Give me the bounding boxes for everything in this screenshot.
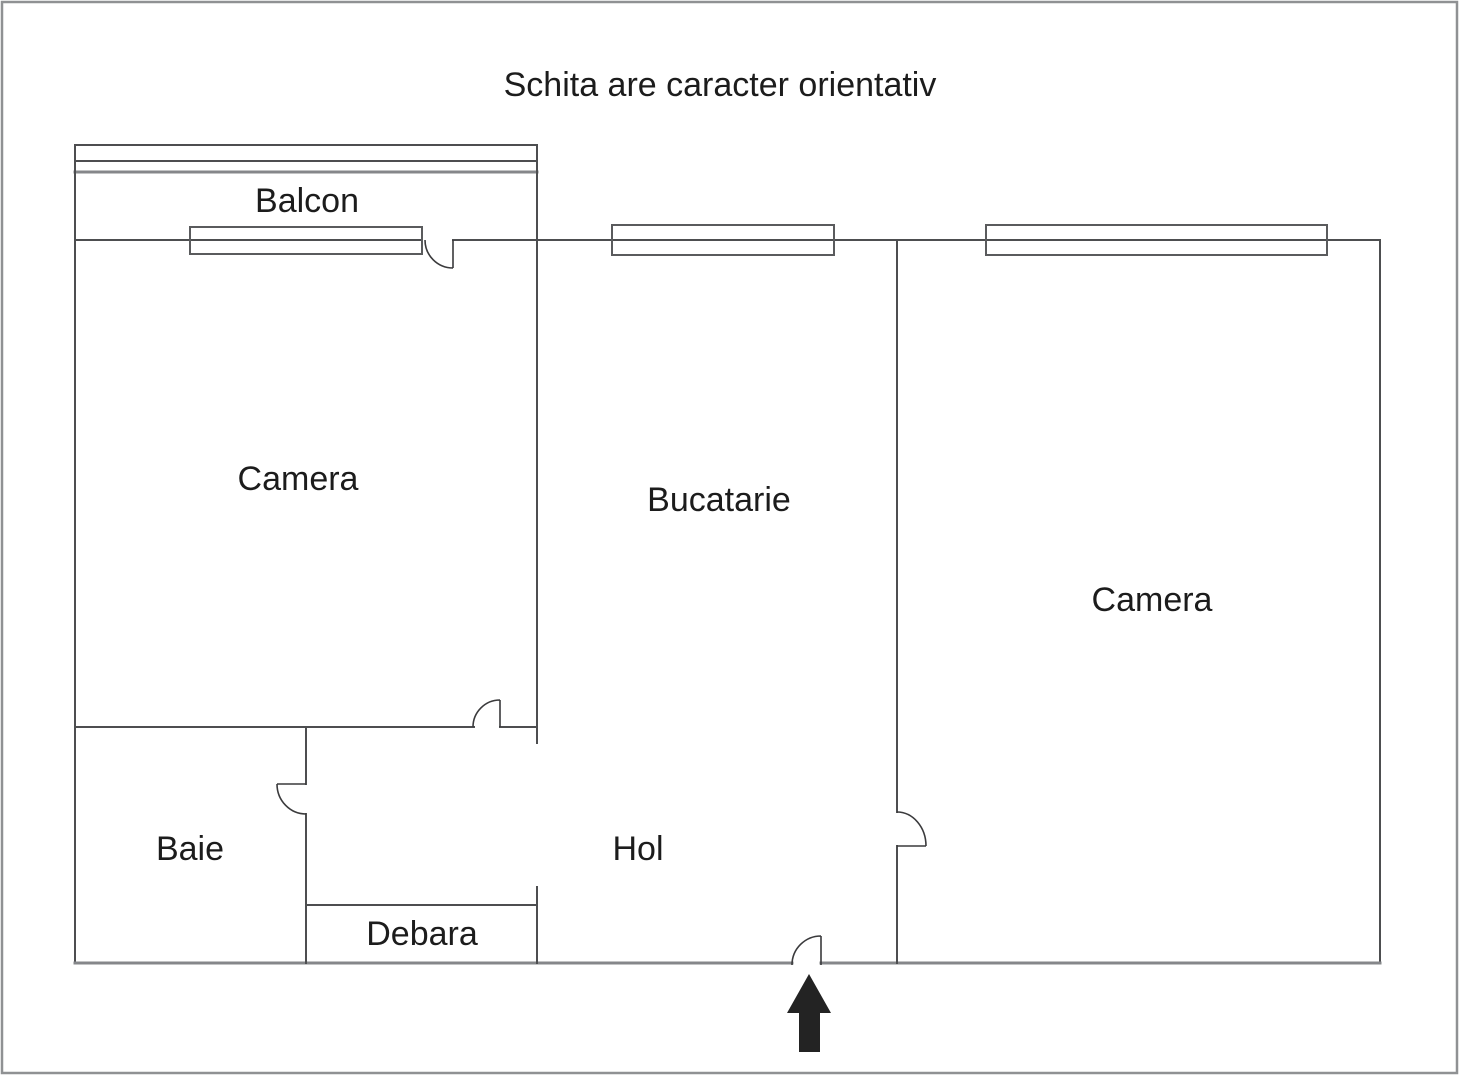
balcony-door: [424, 239, 454, 269]
windows: [189, 224, 1328, 256]
room-label-camera-right: Camera: [1092, 581, 1213, 619]
room-label-hol: Hol: [612, 830, 663, 868]
doors: [276, 239, 927, 966]
room-label-camera-left: Camera: [238, 460, 359, 498]
room-label-bucatarie: Bucatarie: [647, 481, 791, 519]
room-label-debara: Debara: [366, 915, 478, 953]
bucatarie-window: [611, 224, 835, 256]
room-label-baie: Baie: [156, 830, 224, 868]
walls: [73, 144, 1382, 965]
baie-door: [276, 783, 307, 815]
balcony-window: [189, 226, 423, 255]
camera-right-window: [985, 224, 1328, 256]
entrance-arrow-up-icon: [787, 974, 831, 1052]
camera-right-door: [896, 811, 927, 847]
room-label-balcon: Balcon: [255, 182, 359, 220]
camera-left-door: [472, 699, 501, 728]
plan-title: Schita are caracter orientativ: [504, 66, 937, 104]
entrance-door: [791, 935, 822, 966]
